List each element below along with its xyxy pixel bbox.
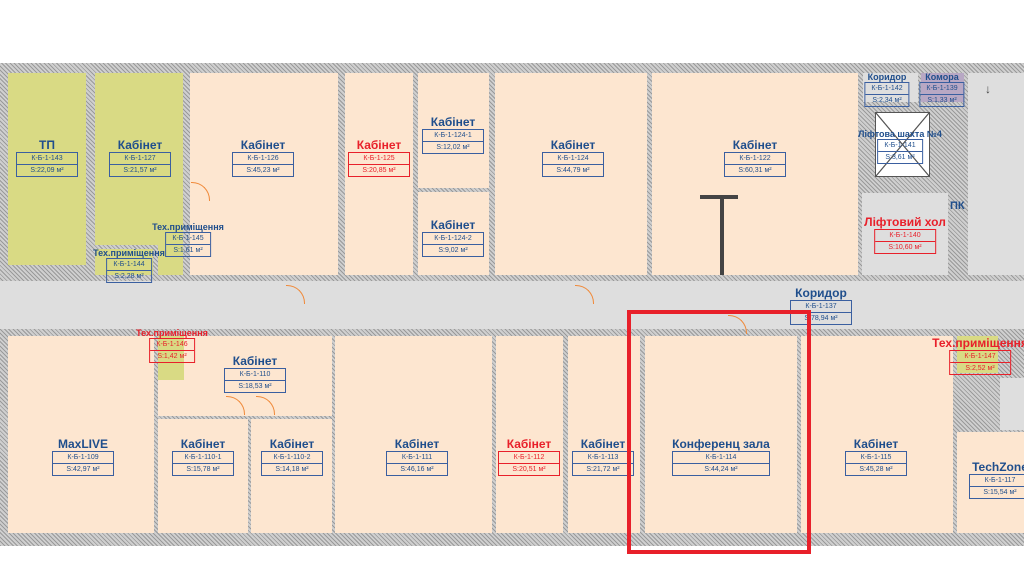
room-112[interactable] (496, 336, 563, 533)
room-110-2[interactable] (251, 419, 332, 533)
room-110-1[interactable] (158, 419, 248, 533)
room-147[interactable] (957, 336, 998, 373)
room-114[interactable] (645, 336, 797, 533)
room-110[interactable] (158, 336, 332, 416)
room-109[interactable] (8, 336, 154, 533)
selected-room-highlight (627, 310, 811, 554)
room-139[interactable] (921, 73, 964, 102)
room-125[interactable] (345, 73, 413, 275)
partition-wall (720, 195, 724, 275)
room-122[interactable] (652, 73, 858, 275)
elevator-shaft (875, 112, 930, 177)
exterior (0, 546, 1024, 577)
room-146[interactable] (158, 336, 184, 380)
room-126[interactable] (190, 73, 338, 275)
room-124-1[interactable] (418, 73, 489, 188)
room-145[interactable] (158, 218, 183, 275)
room-115[interactable] (801, 336, 953, 533)
room-124-2[interactable] (418, 192, 489, 275)
room-tp[interactable] (8, 73, 86, 265)
stair-hall (968, 73, 1024, 275)
vestibule (1000, 378, 1024, 430)
arrow-down-icon: ↓ (985, 82, 991, 96)
room-111[interactable] (335, 336, 492, 533)
partition-wall (700, 195, 738, 199)
corridor-137[interactable] (0, 281, 1024, 329)
room-140[interactable] (862, 193, 948, 275)
room-117[interactable] (957, 432, 1024, 533)
fire-hydrant-label: ПК (950, 200, 965, 212)
room-124[interactable] (495, 73, 647, 275)
